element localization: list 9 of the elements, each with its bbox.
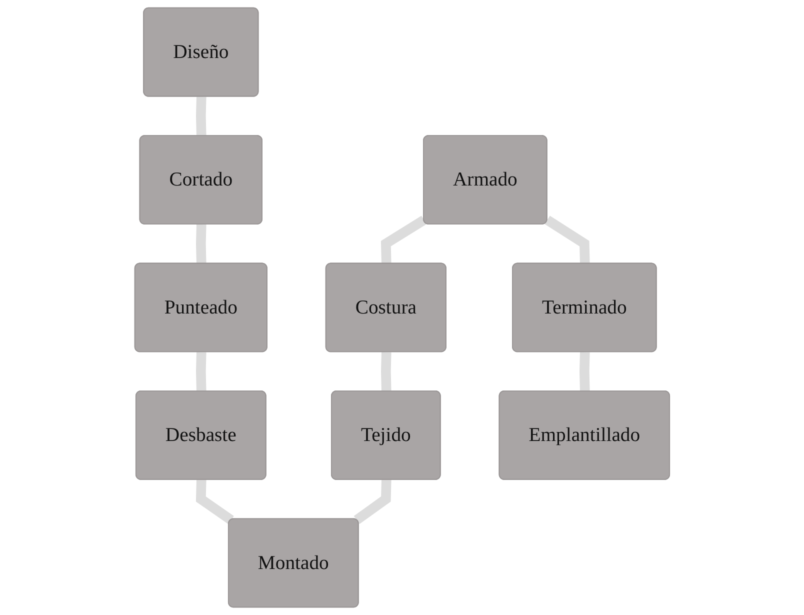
connector xyxy=(196,352,206,392)
connector xyxy=(579,352,590,392)
connector xyxy=(196,480,234,524)
connector xyxy=(354,480,392,524)
connector xyxy=(380,352,392,392)
connector xyxy=(196,96,206,136)
connector xyxy=(544,216,590,264)
connector xyxy=(196,224,206,264)
connector xyxy=(380,216,426,264)
